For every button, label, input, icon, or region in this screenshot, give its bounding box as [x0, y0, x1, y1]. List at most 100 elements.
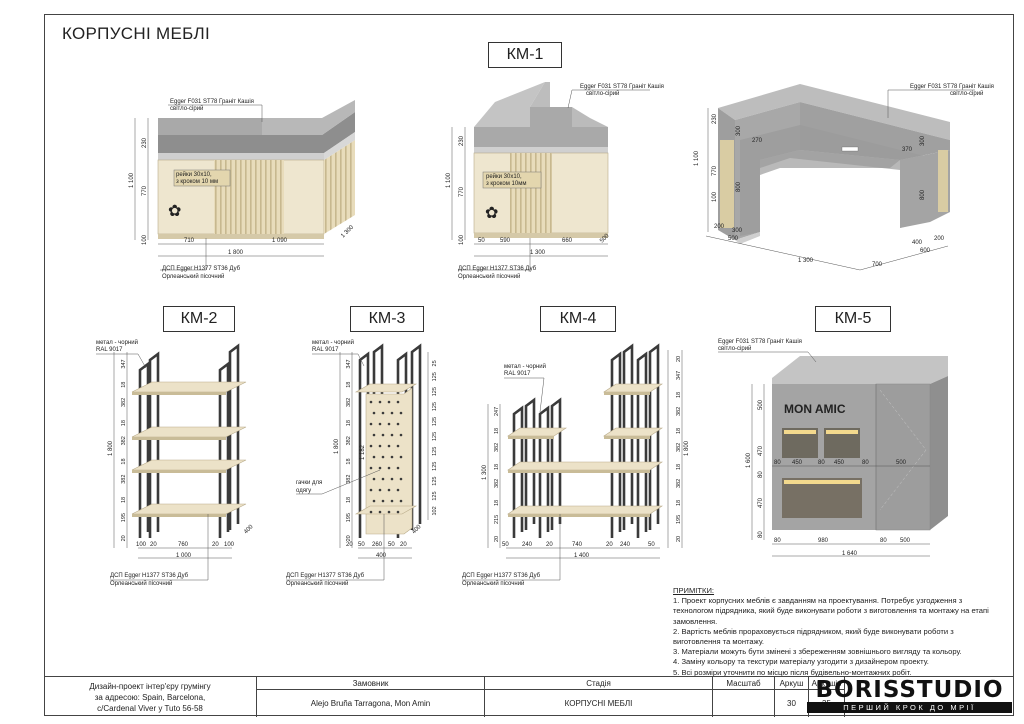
km2-dim-w-total: 1 000 [176, 553, 192, 559]
km4-right-dim: 195 [676, 515, 682, 524]
km3-dim-depth: 400 [411, 524, 423, 536]
studio-logo: BORISSTUDIO ПЕРШИЙ КРОК ДО МРІЇ [807, 678, 1012, 714]
km3-dim-w-a: 20 [346, 542, 353, 548]
km1c-dim-h-base: 100 [712, 191, 718, 202]
hook-hole [390, 433, 394, 437]
km4-dim-h-left: 1 300 [482, 464, 488, 480]
hook-hole [369, 422, 373, 426]
km1c-dim-b6: 600 [920, 248, 931, 254]
km4-left-dim: 18 [494, 428, 500, 434]
km1b-dim-w-c: 660 [562, 238, 573, 244]
km4-right-dim: 20 [676, 356, 682, 362]
km3-pitch-dim: 125 [432, 447, 438, 456]
km3-shelf-dim: 382 [346, 475, 352, 484]
km1c-dim-h-body: 770 [712, 165, 718, 176]
km1-view-c: Egger F031 ST78 Граніт Кашія світло-сіри… [694, 84, 994, 271]
hook-hole [387, 400, 391, 404]
km3-pitch-dim: 125 [432, 387, 438, 396]
km3-pitch-dim: 125 [432, 402, 438, 411]
km2-dim-h-total: 1 800 [108, 440, 114, 456]
km1c-dim-5: 300 [920, 135, 926, 146]
hook-hole [390, 411, 394, 415]
note-item: 3. Матеріали можуть бути змінені з збере… [673, 647, 962, 657]
km1c-dim-w-total: 1 300 [798, 258, 814, 264]
hook-hole [378, 444, 382, 448]
km3-pitch-dim: 102 [432, 506, 438, 515]
km1c-dim-4: 370 [902, 147, 913, 153]
km1c-dim-b4: 400 [912, 240, 923, 246]
hook-hole [372, 477, 376, 481]
hook-hole [369, 466, 373, 470]
km3-shelf-dim: 20 [346, 535, 352, 541]
sheets-label: Аркушів [809, 677, 844, 690]
km3-pitch-dim: 125 [432, 432, 438, 441]
km1b-dim-h-total: 1 100 [446, 172, 452, 188]
km5-dim-w-f: 500 [896, 460, 907, 466]
hook-hole [390, 477, 394, 481]
hook-hole [381, 499, 385, 503]
km1-label: КМ-1 [488, 42, 562, 68]
km4-right-dim: 382 [676, 407, 682, 416]
km2-dim-w-d: 20 [212, 542, 219, 548]
km2-shelf-dim: 347 [121, 359, 127, 368]
km4-metal-label: метал - чорний [504, 363, 546, 370]
hook-hole [396, 444, 400, 448]
km3-shelf-dim: 347 [346, 359, 352, 368]
km3-pitch-dim: 125 [432, 477, 438, 486]
hook-hole [378, 466, 382, 470]
notes-block: ПРИМІТКИ: 1. Проект корпусних меблів є з… [673, 586, 993, 678]
km1a-dim-h-base: 100 [142, 234, 148, 245]
km1c-dim-b2: 300 [732, 228, 743, 234]
note-item: 4. Заміну кольору та текстури матеріалу … [673, 657, 929, 667]
hook-hole [387, 422, 391, 426]
km3-dim-w-e: 20 [400, 542, 407, 548]
km2-shelf-dim: 382 [121, 398, 127, 407]
scale-label: Масштаб [713, 677, 774, 690]
km3-pitch-dim: 125 [432, 417, 438, 426]
studio-slogan: ПЕРШИЙ КРОК ДО МРІЇ [807, 702, 1012, 713]
km4-right-dim: 18 [676, 464, 682, 470]
km3-hooks-sub: одягу [296, 488, 311, 494]
page-title: КОРПУСНІ МЕБЛІ [62, 24, 211, 43]
km4-left-dim: 20 [494, 536, 500, 542]
hook-hole [399, 477, 403, 481]
km5-granite-label: Egger F031 ST78 Граніт Кашія [718, 339, 802, 345]
hook-hole [378, 422, 382, 426]
km1c-dim-b3: 500 [728, 236, 739, 242]
km2-chipboard-label: ДСП Egger H1377 ST36 Дуб [110, 573, 189, 579]
notes-heading: ПРИМІТКИ: [673, 586, 715, 595]
km5-dim-w-i: 80 [880, 538, 887, 544]
km1b-dim-depth: 500 [599, 233, 611, 245]
project-address: Дизайн-проект інтер'єру грумінгу за адре… [44, 677, 257, 717]
hook-hole [378, 488, 382, 492]
hook-hole [372, 455, 376, 459]
km1a-granite-sub: світло-сірий [170, 105, 203, 112]
km3-chipboard-sub: Орлеанський пісочний [286, 580, 348, 587]
note-item: 5. Всі розміри уточнити по місцю після б… [673, 667, 912, 677]
km4-dim-w-total: 1 400 [574, 553, 590, 559]
km5-dim-w-g: 80 [774, 538, 781, 544]
km5-granite-sub: світло-сірий [718, 345, 751, 352]
km3-dim-w-b: 50 [358, 542, 365, 548]
km3-hooks-label: гачки для [296, 480, 322, 486]
km2-shelf-dim: 382 [121, 436, 127, 445]
km5-dim-h-top: 500 [758, 399, 764, 410]
km1a-dim-h-top: 230 [142, 137, 148, 148]
km2-shelf-dim: 20 [121, 535, 127, 541]
hook-hole [396, 400, 400, 404]
km2-rack: метал - чорний RAL 9017 3471838218382183… [96, 339, 255, 587]
km5-sign: MON AMIC [784, 402, 846, 416]
km1b-slats-label: рейки 30х10, [486, 173, 522, 180]
km1c-dim-s1: 800 [736, 181, 742, 192]
km2-dim-w-e: 100 [224, 542, 235, 548]
km5-cabinet: MON AMIC Egger F031 ST78 Граніт Кашія св… [718, 339, 948, 557]
km5-dim-w-h: 980 [818, 538, 829, 544]
km1a-dim-h-total: 1 100 [129, 172, 135, 188]
km4-dim-w-e: 20 [606, 542, 613, 548]
km1b-dim-w-b: 590 [500, 238, 511, 244]
km3-metal-label: метал - чорний [312, 339, 354, 346]
hook-hole [399, 411, 403, 415]
km5-dim-h-mid: 470 [758, 445, 764, 456]
km4-rack: метал - чорний RAL 9017 2471838218382182… [462, 343, 690, 587]
hook-hole [387, 444, 391, 448]
